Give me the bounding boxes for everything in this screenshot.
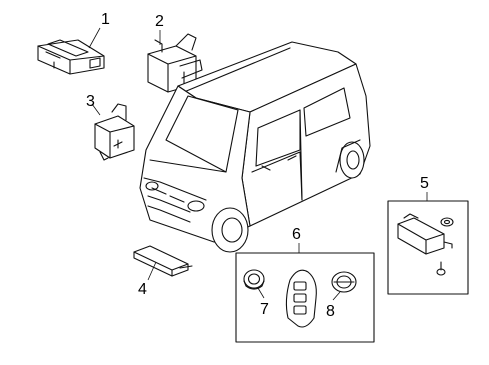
callout-5: 5 — [420, 175, 429, 192]
leader-1 — [88, 27, 101, 49]
battery-icon — [243, 269, 265, 290]
callout-8: 8 — [326, 303, 335, 320]
nut-icon — [440, 217, 454, 227]
part-3-sensor-icon — [94, 103, 135, 161]
callout-2: 2 — [155, 13, 164, 30]
callout-3: 3 — [86, 93, 95, 110]
key-fob-icon — [285, 269, 317, 328]
part-6-box — [235, 252, 375, 343]
callout-1: 1 — [101, 11, 110, 28]
leader-8 — [332, 291, 341, 301]
leader-7 — [257, 287, 265, 299]
bolt-icon — [436, 261, 446, 276]
part-5-box — [387, 200, 469, 295]
emblem-icon — [331, 271, 357, 293]
callout-6: 6 — [292, 226, 301, 243]
leader-4 — [147, 261, 157, 281]
callout-7: 7 — [260, 301, 269, 318]
callout-4: 4 — [138, 281, 147, 298]
vehicle-icon — [139, 41, 371, 253]
receiver-unit-icon — [397, 213, 453, 255]
leader-3 — [91, 103, 101, 116]
part-4-antenna-icon — [133, 245, 193, 277]
part-1-bracket-icon — [37, 39, 105, 75]
